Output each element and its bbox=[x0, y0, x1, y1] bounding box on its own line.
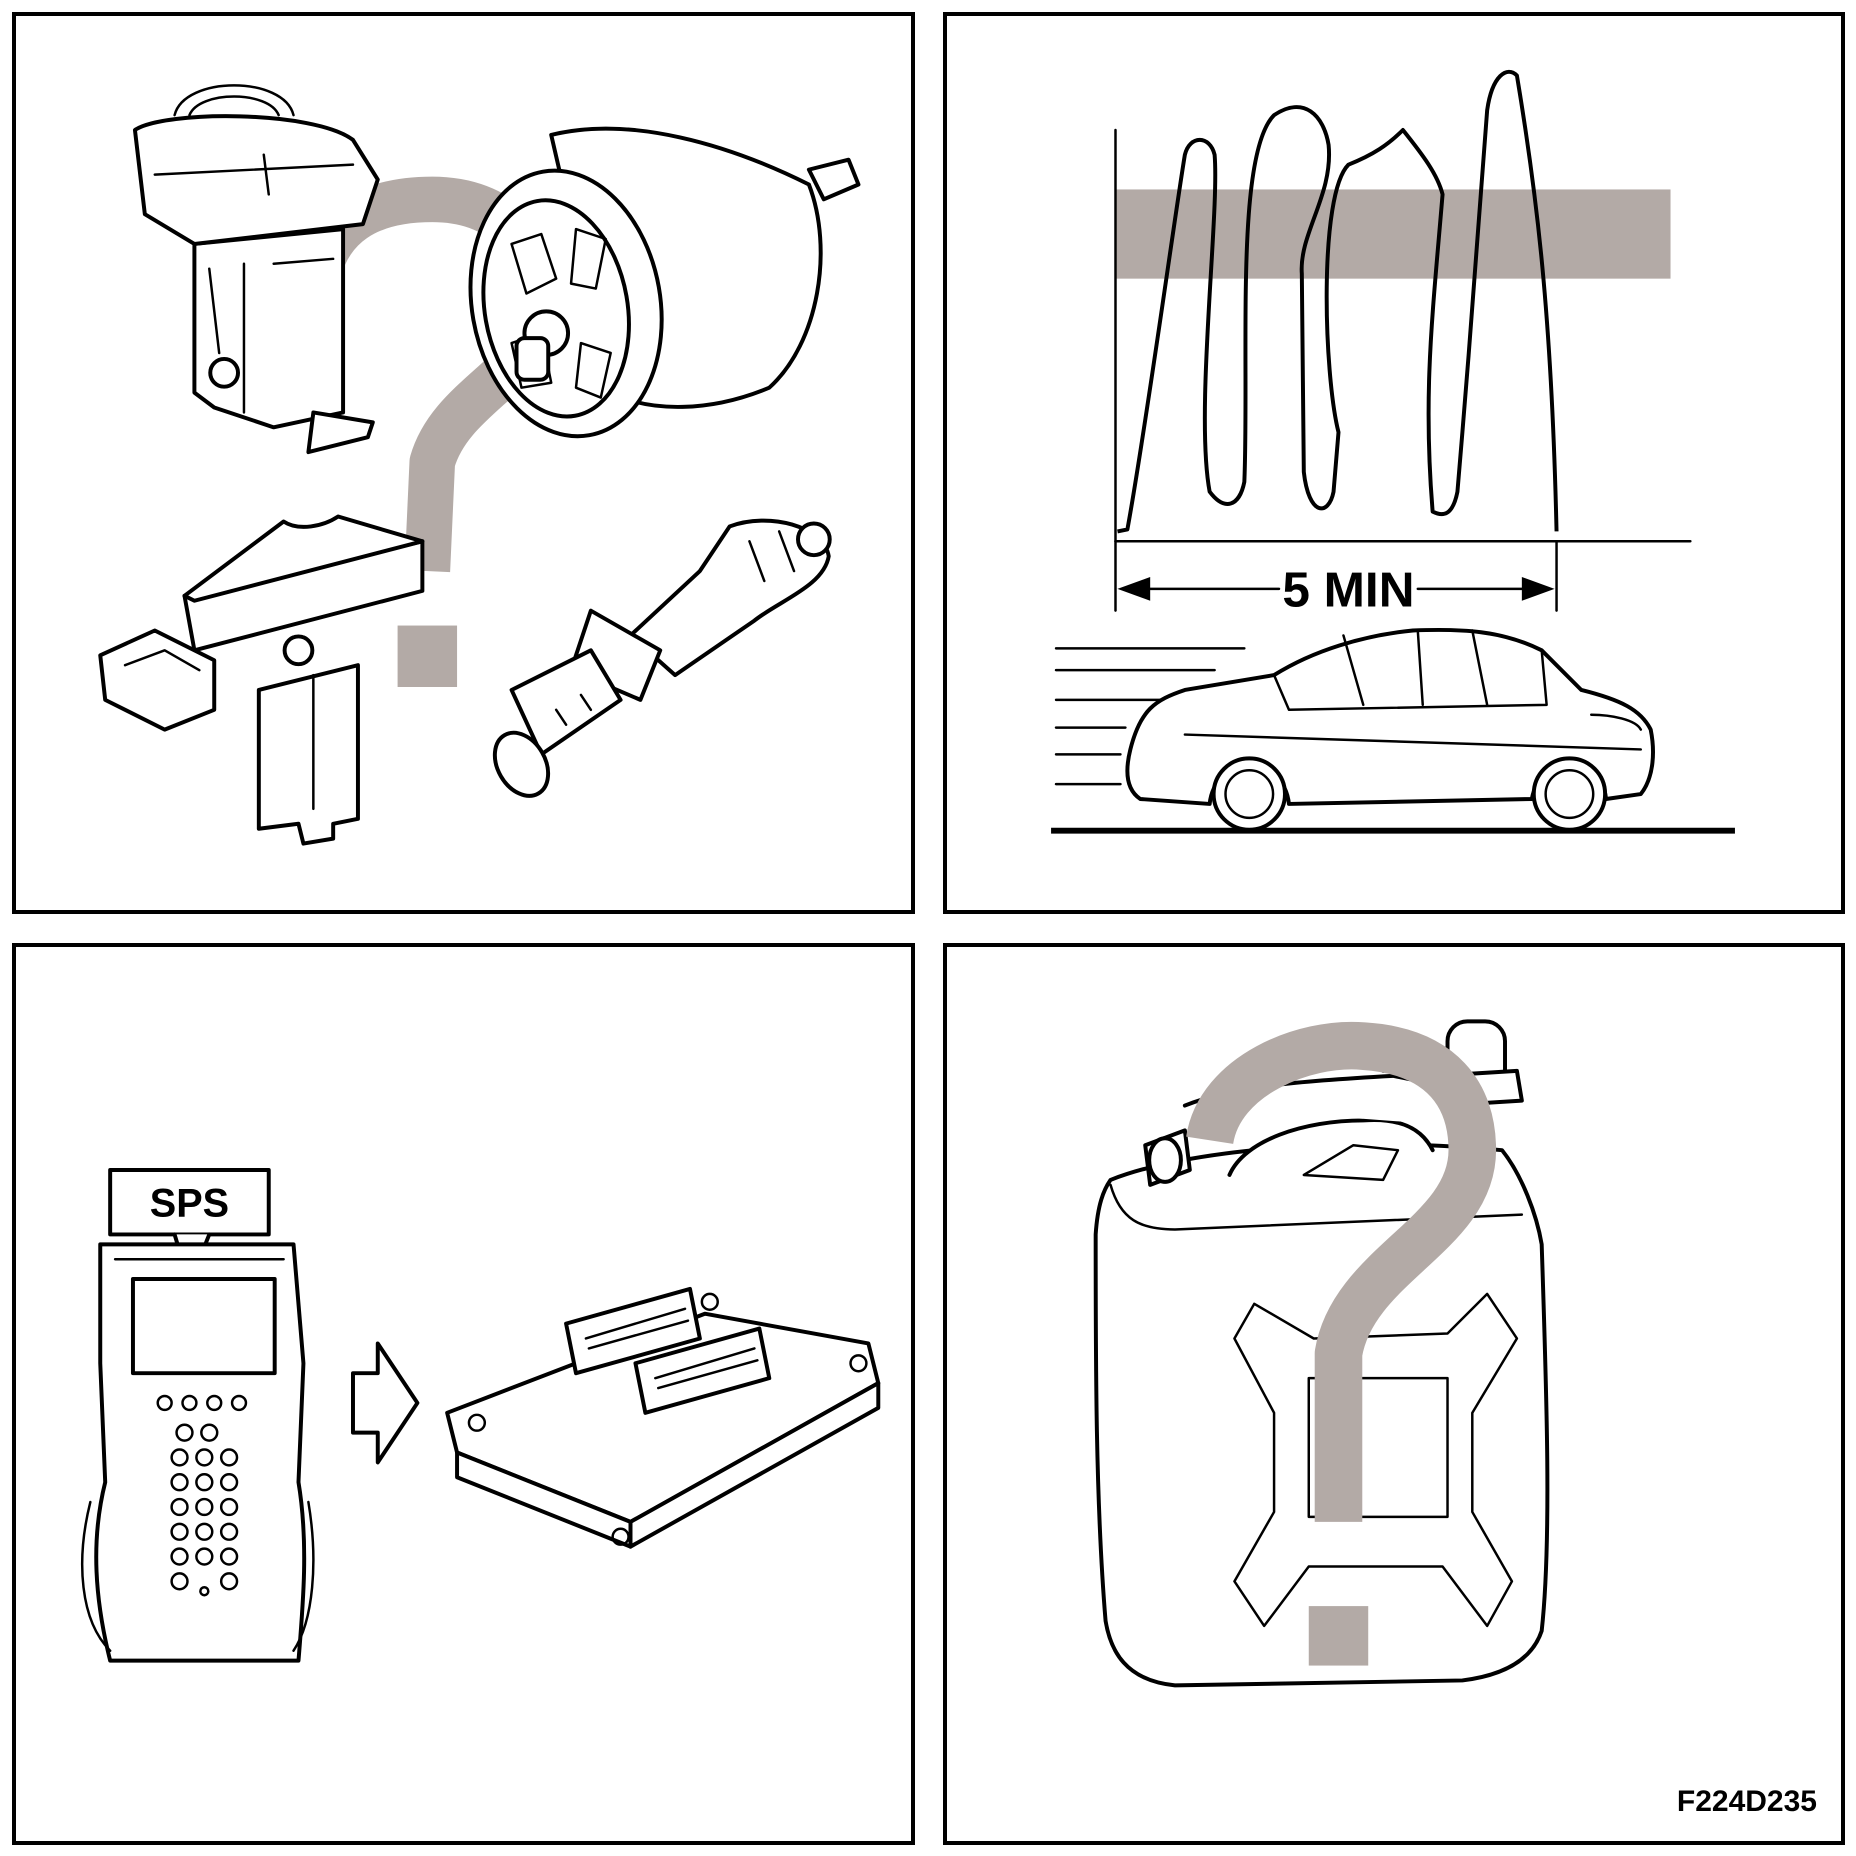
target-band bbox=[1115, 189, 1671, 279]
drive-trace-illustration: 5 MIN bbox=[1051, 69, 1735, 834]
arrow-left-icon bbox=[1117, 576, 1151, 601]
duration-label: 5 MIN bbox=[1282, 562, 1414, 618]
pressure-regulator-icon bbox=[468, 126, 861, 439]
arrow-right-icon bbox=[1521, 576, 1555, 601]
arrow-right-icon bbox=[351, 1341, 420, 1465]
figure-code: F224D235 bbox=[1676, 1785, 1817, 1818]
car-icon bbox=[1125, 627, 1655, 832]
panel-fuel-question: F224D235 bbox=[943, 943, 1845, 1845]
programming-illustration: SPS bbox=[81, 1168, 881, 1663]
panel-components-question bbox=[12, 12, 915, 914]
fuel-pump-icon bbox=[132, 84, 380, 455]
air-flow-sensor-icon bbox=[98, 514, 425, 846]
components-illustration bbox=[98, 84, 861, 846]
panel-test-drive: 5 MIN bbox=[943, 12, 1845, 914]
speed-lines bbox=[1054, 647, 1246, 786]
oxygen-sensor-icon bbox=[492, 518, 832, 798]
signal-trace bbox=[1117, 69, 1559, 534]
diagnostic-tool-icon bbox=[81, 1242, 315, 1663]
question-mark-icon bbox=[1186, 1021, 1497, 1666]
fuel-can-illustration bbox=[1093, 1019, 1550, 1688]
sps-label: SPS bbox=[150, 1182, 229, 1226]
control-module-icon bbox=[445, 1286, 881, 1549]
panel-programming: SPS bbox=[12, 943, 915, 1845]
